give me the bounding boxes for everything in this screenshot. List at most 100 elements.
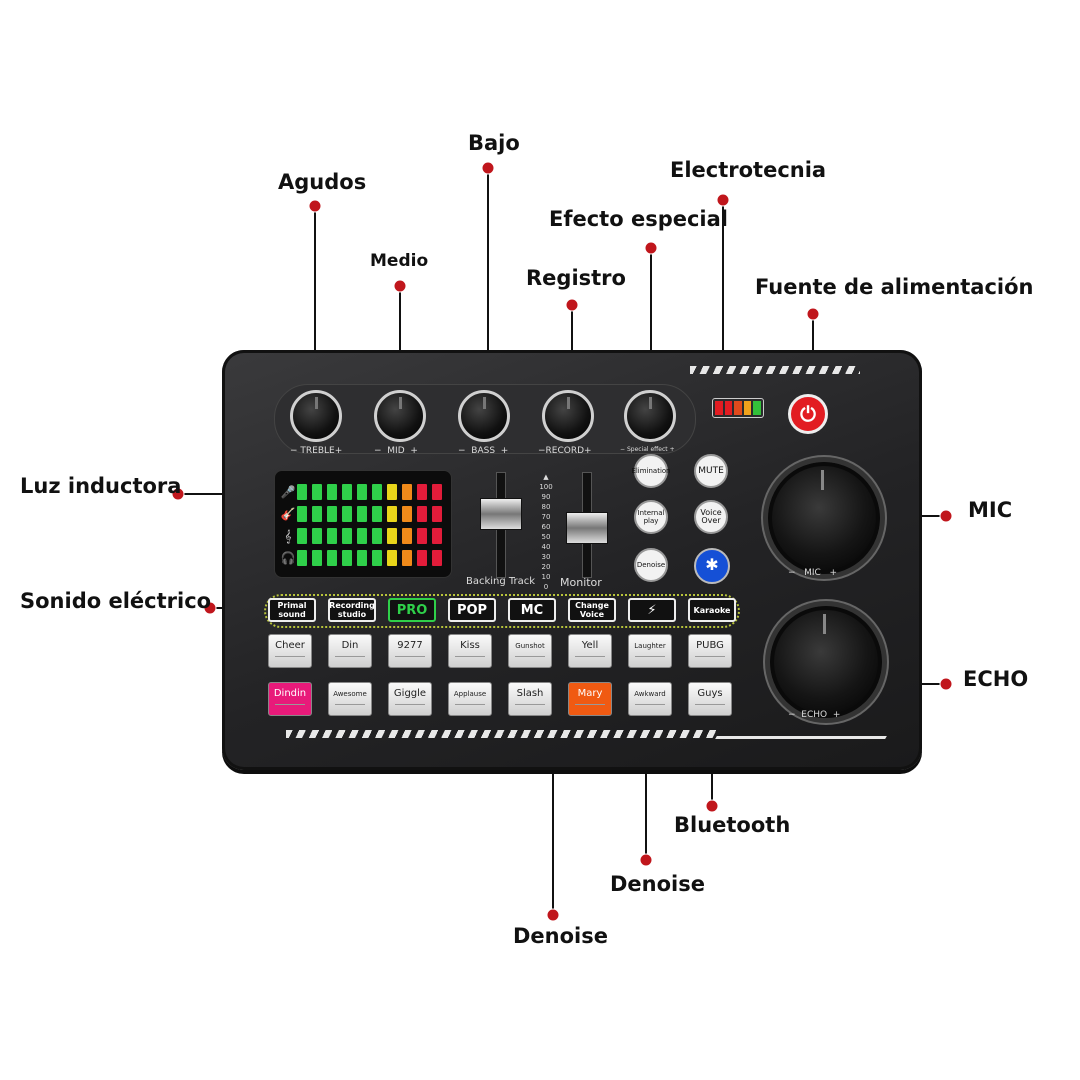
scale-tick: 20: [541, 563, 551, 571]
headphones-icon: 🎧: [280, 551, 296, 565]
meter-row: 🎸: [279, 503, 447, 525]
echo-knob[interactable]: [770, 606, 882, 718]
pin-medio: [393, 279, 407, 293]
pin-echo: [939, 677, 953, 691]
meter-cell: [402, 528, 412, 544]
voice-over-button[interactable]: Voice Over: [694, 500, 728, 534]
effect-button[interactable]: PRO: [388, 598, 436, 622]
sound-pad-button[interactable]: Cheer: [268, 634, 312, 668]
meter-cell: [432, 484, 442, 500]
pin-fuente: [806, 307, 820, 321]
decor-stripe-bottom-tail: [715, 736, 887, 739]
sound-pad-button[interactable]: Mary: [568, 682, 612, 716]
meter-cell: [327, 506, 337, 522]
sound-pad-button[interactable]: Giggle: [388, 682, 432, 716]
scale-arrow-icon: ▲: [543, 473, 549, 481]
meter-cell: [372, 484, 382, 500]
level-meter-screen: 🎤 🎸 𝄞 🎧: [274, 470, 452, 578]
sound-pad-button[interactable]: Applause: [448, 682, 492, 716]
bluetooth-icon: ✱: [705, 555, 719, 574]
pin-electrotecnia: [716, 193, 730, 207]
meter-cell: [417, 484, 427, 500]
scale-tick: 50: [541, 533, 551, 541]
meter-cell: [387, 550, 397, 566]
special-effect-label: − Special effect +: [620, 446, 675, 453]
effect-button[interactable]: ⚡: [628, 598, 676, 622]
sound-pad-button[interactable]: Din: [328, 634, 372, 668]
mic-volume-knob[interactable]: [768, 462, 880, 574]
callout-bluetooth: Bluetooth: [674, 813, 791, 837]
effect-button[interactable]: Recording studio: [328, 598, 376, 622]
scale-tick: 40: [541, 543, 551, 551]
mute-button[interactable]: MUTE: [694, 454, 728, 488]
power-button[interactable]: ⏻: [788, 394, 828, 434]
scale-tick: 10: [541, 573, 551, 581]
callout-medio: Medio: [370, 251, 429, 271]
backing-track-fader[interactable]: [478, 472, 522, 578]
meter-cell: [357, 528, 367, 544]
pin-registro: [565, 298, 579, 312]
mid-label: − MID +: [374, 446, 418, 456]
battery-led-indicator: [712, 398, 764, 418]
internal-play-button[interactable]: Internal play: [634, 500, 668, 534]
sound-pad-button[interactable]: Slash: [508, 682, 552, 716]
music-note-icon: 𝄞: [284, 528, 292, 543]
pin-bajo: [481, 161, 495, 175]
callout-luz-inductora: Luz inductora: [20, 474, 182, 498]
bass-label: − BASS +: [458, 446, 509, 456]
meter-cell: [327, 484, 337, 500]
sound-pad-button[interactable]: 9277: [388, 634, 432, 668]
meter-cell: [432, 528, 442, 544]
sound-pad-button[interactable]: Dindin: [268, 682, 312, 716]
meter-cell: [387, 528, 397, 544]
scale-tick: 80: [541, 503, 551, 511]
meter-cell: [312, 528, 322, 544]
pin-denoise-2: [546, 908, 560, 922]
meter-row: 🎧: [279, 547, 447, 569]
bluetooth-button[interactable]: ✱: [694, 548, 730, 584]
meter-cell: [357, 506, 367, 522]
meter-row: 🎤: [279, 481, 447, 503]
sound-pad-button[interactable]: Yell: [568, 634, 612, 668]
monitor-fader[interactable]: [564, 472, 608, 578]
sound-pad-button[interactable]: Gunshot: [508, 634, 552, 668]
meter-cell: [402, 484, 412, 500]
pin-bluetooth: [705, 799, 719, 813]
callout-efecto-especial: Efecto especial: [549, 207, 728, 231]
mid-knob[interactable]: [374, 390, 426, 442]
effect-button[interactable]: Primal sound: [268, 598, 316, 622]
sound-pad-button[interactable]: Kiss: [448, 634, 492, 668]
guitar-icon: 🎸: [280, 507, 296, 521]
special-effect-knob[interactable]: [624, 390, 676, 442]
meter-cell: [297, 528, 307, 544]
pin-efecto: [644, 241, 658, 255]
mic-icon: 🎤: [280, 485, 296, 499]
pin-agudos: [308, 199, 322, 213]
mic-knob-label: − MIC +: [788, 568, 837, 578]
sound-pad-button[interactable]: Awesome: [328, 682, 372, 716]
backing-track-label: Backing Track: [466, 576, 536, 587]
elimination-button[interactable]: Elimination: [631, 454, 671, 488]
meter-cell: [357, 484, 367, 500]
denoise-button[interactable]: Denoise: [634, 548, 668, 582]
sound-pad-button[interactable]: Guys: [688, 682, 732, 716]
sound-pad-button[interactable]: PUBG: [688, 634, 732, 668]
treble-knob[interactable]: [290, 390, 342, 442]
meter-cell: [387, 484, 397, 500]
treble-label: − TREBLE+: [290, 446, 343, 456]
meter-cell: [297, 506, 307, 522]
sound-pad-button[interactable]: Laughter: [628, 634, 672, 668]
scale-tick: 0: [543, 583, 549, 591]
bass-knob[interactable]: [458, 390, 510, 442]
effect-button[interactable]: MC: [508, 598, 556, 622]
effect-button[interactable]: POP: [448, 598, 496, 622]
effect-button[interactable]: Change Voice: [568, 598, 616, 622]
sound-pad-button[interactable]: Awkward: [628, 682, 672, 716]
record-knob[interactable]: [542, 390, 594, 442]
callout-agudos: Agudos: [278, 170, 367, 194]
scale-tick: 70: [541, 513, 551, 521]
scale-tick: 90: [541, 493, 551, 501]
level-meter: 🎤 🎸 𝄞 🎧: [279, 481, 447, 569]
meter-cell: [402, 550, 412, 566]
effect-button[interactable]: Karaoke: [688, 598, 736, 622]
